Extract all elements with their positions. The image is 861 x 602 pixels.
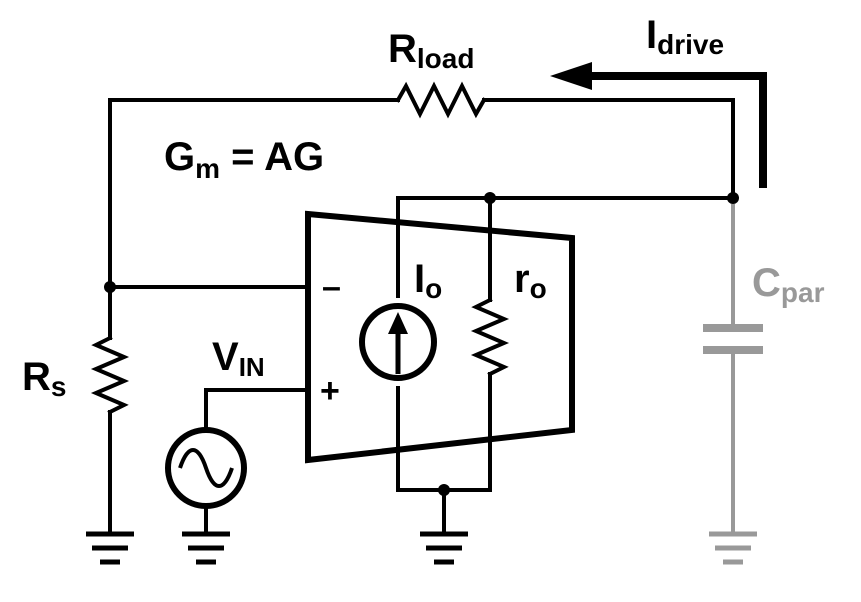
i-drive-arrow — [550, 62, 767, 188]
minus-terminal-label: – — [322, 268, 341, 306]
junction-output — [727, 192, 739, 204]
parasitic-capacitor — [703, 204, 763, 565]
plus-input-wire — [204, 388, 310, 430]
io-label: Io — [414, 257, 442, 304]
gm-equation-label: Gm = AG — [164, 135, 324, 184]
junction-bottom — [438, 484, 450, 496]
output-wire — [396, 196, 735, 298]
amplifier-body — [305, 210, 575, 464]
junctions — [104, 192, 739, 496]
junction-left — [104, 281, 116, 293]
grounds — [86, 531, 468, 565]
vin-label: VIN — [212, 335, 265, 382]
ac-source-vin — [165, 427, 247, 509]
current-source-io — [359, 303, 437, 381]
r-load-resistor — [395, 81, 487, 119]
rs-resistor — [90, 335, 130, 415]
left-top-wire — [108, 98, 400, 289]
ground-icon-vin — [182, 531, 230, 565]
right-top-wire — [482, 98, 735, 200]
i-drive-arrow-head — [550, 62, 592, 90]
sine-wave-icon — [178, 448, 234, 488]
ground-icon-amp — [420, 531, 468, 565]
plus-terminal-label: + — [320, 372, 340, 410]
ground-icon-rs — [86, 531, 134, 565]
ground-icon-cpar — [709, 531, 757, 565]
rs-label: Rs — [22, 355, 66, 402]
junction-ro-top — [484, 192, 496, 204]
r-load-label: Rload — [388, 27, 474, 74]
current-arrow-head — [388, 312, 408, 334]
ro-resistor — [470, 297, 510, 377]
i-drive-label: Idrive — [646, 13, 724, 60]
cpar-label: Cpar — [752, 261, 825, 308]
i-drive-arrow-line — [588, 72, 767, 188]
ro-label: ro — [514, 257, 547, 304]
